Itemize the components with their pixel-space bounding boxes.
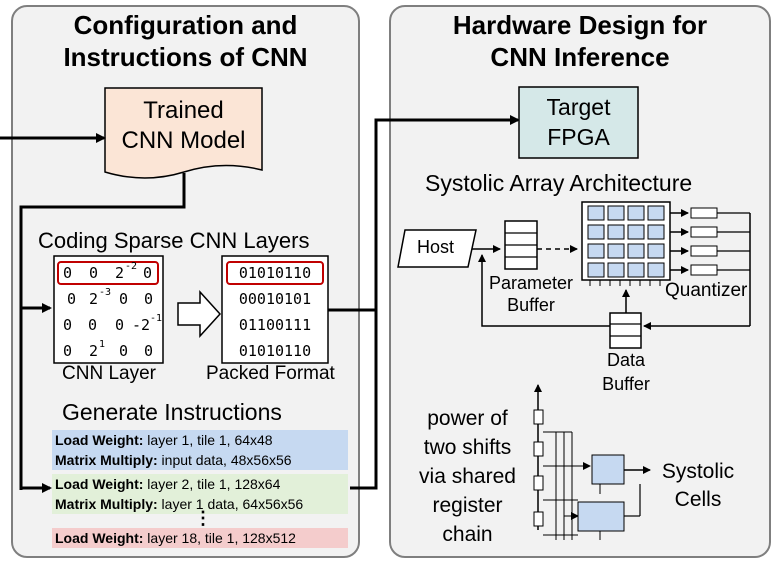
systolic-cells-line1: Systolic — [661, 460, 735, 483]
left-title-line1: Configuration and — [73, 10, 298, 40]
packed-format-caption: Packed Format — [206, 363, 335, 384]
parameter-buffer-line1: Parameter — [488, 273, 574, 293]
shift-text-line: two shifts — [423, 436, 512, 459]
shift-register-chain — [533, 384, 651, 540]
cell: 2 — [89, 290, 99, 308]
right-title-line1: Hardware Design for — [452, 10, 708, 40]
instruction-2: Load Weight: layer 2, tile 1, 128x64 — [52, 474, 348, 494]
packed-row-1: 00010101 — [238, 290, 312, 308]
block-arrow — [177, 290, 222, 338]
matrix-row-2: 0 0 0 -2 -1 — [56, 313, 162, 336]
exponent: 1 — [99, 339, 106, 350]
cell: 0 — [144, 342, 154, 360]
cell: -2 — [132, 316, 151, 334]
instruction-0: Load Weight: layer 1, tile 1, 64x48 — [52, 430, 348, 450]
fpga-box — [518, 86, 639, 159]
instruction-key: Matrix Multiply: — [55, 452, 158, 468]
packed-row-0: 01010110 — [238, 264, 312, 282]
systolic-cells-label: Systolic Cells — [648, 458, 748, 514]
instruction-3: Matrix Multiply: layer 1 data, 64x56x56 — [52, 494, 348, 514]
shift-text-line: chain — [442, 523, 493, 546]
instruction-4: Load Weight: layer 18, tile 1, 128x512 — [52, 528, 348, 548]
data-buffer-line2: Buffer — [602, 374, 650, 394]
instruction-key: Load Weight: — [55, 530, 144, 546]
parameter-buffer-label: Parameter Buffer — [476, 272, 586, 316]
instruction-value: layer 18, tile 1, 128x512 — [143, 530, 296, 546]
host-shape — [397, 229, 477, 268]
instruction-1: Matrix Multiply: input data, 48x56x56 — [52, 450, 348, 470]
trained-model-shape — [104, 87, 263, 179]
cell: 0 — [63, 316, 73, 334]
cnn-layer-highlight — [57, 261, 159, 285]
fpga-line1: Target — [546, 94, 611, 120]
coding-sparse-title: Coding Sparse CNN Layers — [38, 228, 310, 253]
quantizer-units — [643, 207, 751, 330]
data-buffer-shape — [609, 312, 642, 349]
trained-model-line2: CNN Model — [121, 127, 246, 154]
packed-row-3: 01010110 — [238, 342, 312, 360]
shift-text-line: via shared — [419, 465, 516, 488]
instruction-key: Load Weight: — [55, 476, 144, 492]
data-buffer-line1: Data — [606, 350, 646, 370]
cell: 0 — [119, 290, 129, 308]
trained-model-label: Trained CNN Model — [105, 96, 262, 156]
right-title-line2: CNN Inference — [490, 42, 670, 72]
shift-text-line: register — [432, 494, 503, 517]
cnn-layer-box — [53, 255, 164, 364]
left-title-line2: Instructions of CNN — [63, 42, 308, 72]
left-panel-title: Configuration and Instructions of CNN — [11, 9, 360, 73]
systolic-array-grid — [581, 201, 671, 286]
shift-text-line: power of — [427, 407, 508, 430]
fpga-line2: FPGA — [547, 124, 610, 150]
instruction-ellipsis: ⋮ — [194, 508, 212, 528]
cell: 0 — [144, 290, 154, 308]
matrix-row-3: 0 2 1 0 0 — [56, 339, 161, 362]
instructions-to-bus-line — [350, 305, 378, 490]
instruction-key: Load Weight: — [55, 432, 144, 448]
instruction-key: Matrix Multiply: — [55, 496, 158, 512]
fpga-label: Target FPGA — [519, 92, 638, 152]
right-panel-title: Hardware Design for CNN Inference — [389, 9, 771, 73]
packed-row-2: 01100111 — [238, 316, 312, 334]
cell: 2 — [115, 264, 125, 282]
cnn-layer-caption: CNN Layer — [62, 363, 156, 384]
matrix-row-1: 0 2 -3 0 0 — [56, 287, 161, 310]
parameter-buffer-shape — [504, 220, 538, 270]
exponent: -2 — [125, 261, 138, 272]
instruction-value: layer 1, tile 1, 64x48 — [143, 432, 273, 448]
trained-model-line1: Trained — [143, 97, 224, 124]
model-out-line — [19, 173, 186, 490]
cell: 0 — [88, 316, 98, 334]
cell: 0 — [67, 290, 77, 308]
generate-instructions-title: Generate Instructions — [62, 399, 282, 425]
shift-chain-text: power of two shifts via shared register … — [405, 404, 530, 549]
cell: 0 — [115, 316, 125, 334]
cell: 2 — [89, 342, 99, 360]
packed-to-fpga-line — [328, 115, 520, 312]
data-buffer-label: Data Buffer — [586, 348, 666, 396]
cell: 0 — [63, 264, 73, 282]
matrix-row-0: 0 0 2 -2 0 — [56, 261, 161, 284]
systolic-cells-line2: Cells — [674, 488, 722, 511]
parameter-buffer-line2: Buffer — [507, 295, 555, 315]
packed-highlight — [226, 261, 324, 285]
cell: 0 — [63, 342, 73, 360]
packed-format-values: 01010110 00010101 01100111 01010110 — [222, 262, 328, 366]
exponent: -3 — [99, 287, 112, 298]
exponent: -1 — [150, 313, 163, 324]
quantizer-label: Quantizer — [665, 280, 748, 301]
instruction-value: input data, 48x56x56 — [157, 452, 292, 468]
cell: 0 — [143, 264, 153, 282]
cell: 0 — [89, 264, 99, 282]
instruction-value: layer 2, tile 1, 128x64 — [143, 476, 281, 492]
cell: 0 — [119, 342, 129, 360]
packed-format-box — [221, 255, 329, 364]
host-label: Host — [417, 237, 455, 257]
systolic-array-title: Systolic Array Architecture — [425, 170, 693, 196]
instruction-value: layer 1 data, 64x56x56 — [157, 496, 304, 512]
